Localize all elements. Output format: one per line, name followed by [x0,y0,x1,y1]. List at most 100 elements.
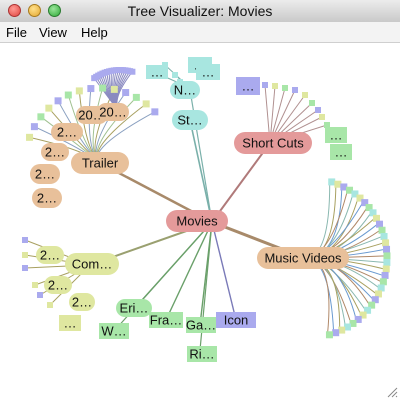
leaf-node[interactable] [349,319,357,327]
leaf-node[interactable] [346,186,354,194]
menu-help[interactable]: Help [81,25,108,40]
leaf-node[interactable] [129,68,136,75]
leaf-node[interactable] [356,194,364,202]
node-top-dots-a[interactable]: … [146,65,168,80]
leaf-node[interactable] [382,239,390,247]
leaf-node[interactable] [292,87,298,93]
node-short-cuts[interactable]: Short Cuts [234,132,312,154]
leaf-node[interactable] [54,97,62,105]
leaf-node[interactable] [37,113,45,121]
leaf-node[interactable] [343,323,351,331]
leaf-node[interactable] [47,302,53,308]
leaf-node[interactable] [172,72,178,78]
leaf-node[interactable] [22,265,28,271]
leaf-node[interactable] [262,82,268,88]
leaf-node[interactable] [338,326,346,334]
leaf-node[interactable] [359,311,367,319]
leaf-node[interactable] [325,331,333,339]
close-window-button[interactable] [8,4,21,17]
leaf-node[interactable] [364,306,372,314]
title-bar[interactable]: Tree Visualizer: Movies [0,0,400,23]
leaf-node[interactable] [334,180,342,188]
leaf-node[interactable] [380,232,388,240]
node-st[interactable]: St… [172,110,208,130]
leaf-node[interactable] [383,245,391,253]
leaf-node[interactable] [378,226,386,234]
leaf-node[interactable] [354,315,362,323]
leaf-node[interactable] [302,92,308,98]
node-tr-2a[interactable]: 2… [51,123,83,141]
leaf-node[interactable] [315,107,321,113]
leaf-node[interactable] [381,271,389,279]
leaf-node[interactable] [32,282,38,288]
leaf-node[interactable] [382,265,390,273]
node-tr-2c[interactable]: 2… [30,164,60,184]
node-com-2c[interactable]: 2… [69,293,95,311]
menu-view[interactable]: View [39,25,67,40]
leaf-node[interactable] [340,183,348,191]
leaf-node[interactable] [132,93,140,101]
leaf-node[interactable] [142,100,150,108]
leaf-node[interactable] [319,114,325,120]
leaf-node[interactable] [99,84,107,92]
node-icon[interactable]: Icon [216,312,256,328]
node-sc-dots-b[interactable]: … [325,127,347,143]
leaf-node[interactable] [365,204,373,212]
node-eri[interactable]: Eri… [116,299,152,317]
node-n[interactable]: N… [170,81,200,99]
leaf-node[interactable] [361,199,369,207]
resize-grip-icon[interactable] [386,386,398,398]
leaf-node[interactable] [379,278,387,286]
leaf-node[interactable] [22,252,28,258]
leaf-node[interactable] [328,178,336,186]
root-node-movies[interactable]: Movies [166,210,228,232]
leaf-node[interactable] [351,190,359,198]
node-tr-2d[interactable]: 2… [32,188,62,208]
leaf-node[interactable] [75,87,83,95]
node-ga[interactable]: Ga… [186,317,216,333]
leaf-node[interactable] [309,100,315,106]
leaf-node[interactable] [332,329,340,337]
leaf-node[interactable] [110,85,118,93]
leaf-node[interactable] [372,214,380,222]
leaf-node[interactable] [272,83,278,89]
leaf-node[interactable] [369,209,377,217]
leaf-node[interactable] [122,89,130,97]
zoom-window-button[interactable] [48,4,61,17]
minimize-window-button[interactable] [28,4,41,17]
leaf-node[interactable] [151,108,159,116]
leaf-node[interactable] [282,85,288,91]
leaf-node[interactable] [87,85,95,93]
node-w[interactable]: W… [99,323,129,339]
leaf-node[interactable] [22,237,28,243]
leaf-node[interactable] [37,292,43,298]
node-ri[interactable]: Ri… [187,346,217,362]
node-sc-dots-c[interactable]: … [330,144,352,160]
leaf-node[interactable] [377,284,385,292]
node-fra[interactable]: Fra… [149,312,183,328]
node-tr-20b[interactable]: 20… [97,103,129,121]
node-com-2a[interactable]: 2… [36,246,64,264]
node-top-dots-c[interactable]: … [196,64,220,80]
node-tr-2b[interactable]: 2… [41,143,69,161]
leaf-node[interactable] [30,123,38,131]
menu-file[interactable]: File [6,25,27,40]
leaf-node[interactable] [371,296,379,304]
node-trailer[interactable]: Trailer [71,152,129,174]
leaf-node[interactable] [376,220,384,228]
leaf-node[interactable] [64,91,72,99]
leaf-node[interactable] [383,252,391,260]
node-com-dots[interactable]: … [59,315,81,331]
node-music-videos[interactable]: Music Videos [257,247,349,269]
node-sc-dots-a[interactable]: … [236,77,260,95]
node-com[interactable]: Com… [65,253,119,275]
leaf-node[interactable] [374,290,382,298]
leaf-node[interactable] [26,133,34,141]
node-com-2b[interactable]: 2… [44,276,72,294]
leaf-node[interactable] [383,258,391,266]
leaf-node[interactable] [324,122,330,128]
leaf-node[interactable] [45,104,53,112]
leaf-node[interactable] [368,301,376,309]
